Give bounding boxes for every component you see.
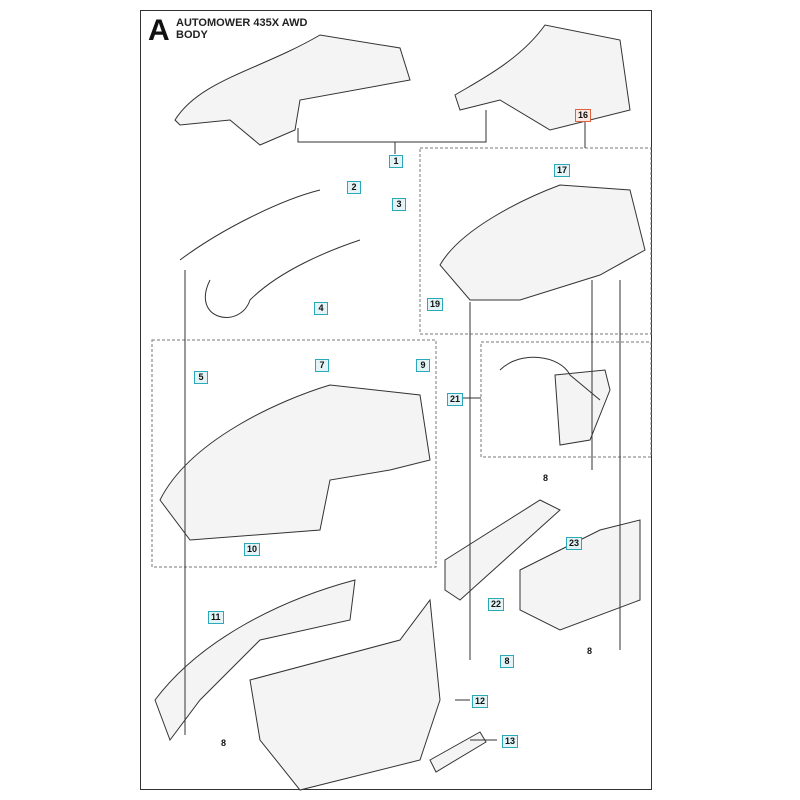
callout-16[interactable]: 16: [575, 109, 592, 122]
callout-10[interactable]: 10: [244, 543, 261, 556]
callout-1[interactable]: 1: [389, 155, 403, 168]
diagram-subtitle: BODY: [176, 29, 208, 41]
callout-8[interactable]: 8: [221, 738, 227, 748]
cables: [179, 189, 601, 401]
callout-19[interactable]: 19: [427, 298, 444, 311]
body-covers: [154, 24, 646, 791]
callout-21[interactable]: 21: [447, 393, 464, 406]
callout-12[interactable]: 12: [472, 695, 489, 708]
callout-3[interactable]: 3: [392, 198, 406, 211]
leader-lines: [184, 110, 621, 741]
callout-9[interactable]: 9: [416, 359, 430, 372]
callout-11[interactable]: 11: [208, 611, 224, 624]
dashed-groups: [151, 147, 652, 568]
callout-13[interactable]: 13: [502, 735, 519, 748]
callout-22[interactable]: 22: [488, 598, 505, 611]
callout-8[interactable]: 8: [543, 473, 549, 483]
callout-4[interactable]: 4: [314, 302, 328, 315]
callout-8[interactable]: 8: [500, 655, 514, 668]
section-letter: A: [148, 14, 170, 47]
callout-17[interactable]: 17: [554, 164, 571, 177]
callout-2[interactable]: 2: [347, 181, 361, 194]
callout-8[interactable]: 8: [587, 646, 593, 656]
callout-5[interactable]: 5: [194, 371, 208, 384]
diagram-title: AUTOMOWER 435X AWD: [176, 17, 308, 29]
callout-23[interactable]: 23: [566, 537, 583, 550]
callout-7[interactable]: 7: [315, 359, 329, 372]
